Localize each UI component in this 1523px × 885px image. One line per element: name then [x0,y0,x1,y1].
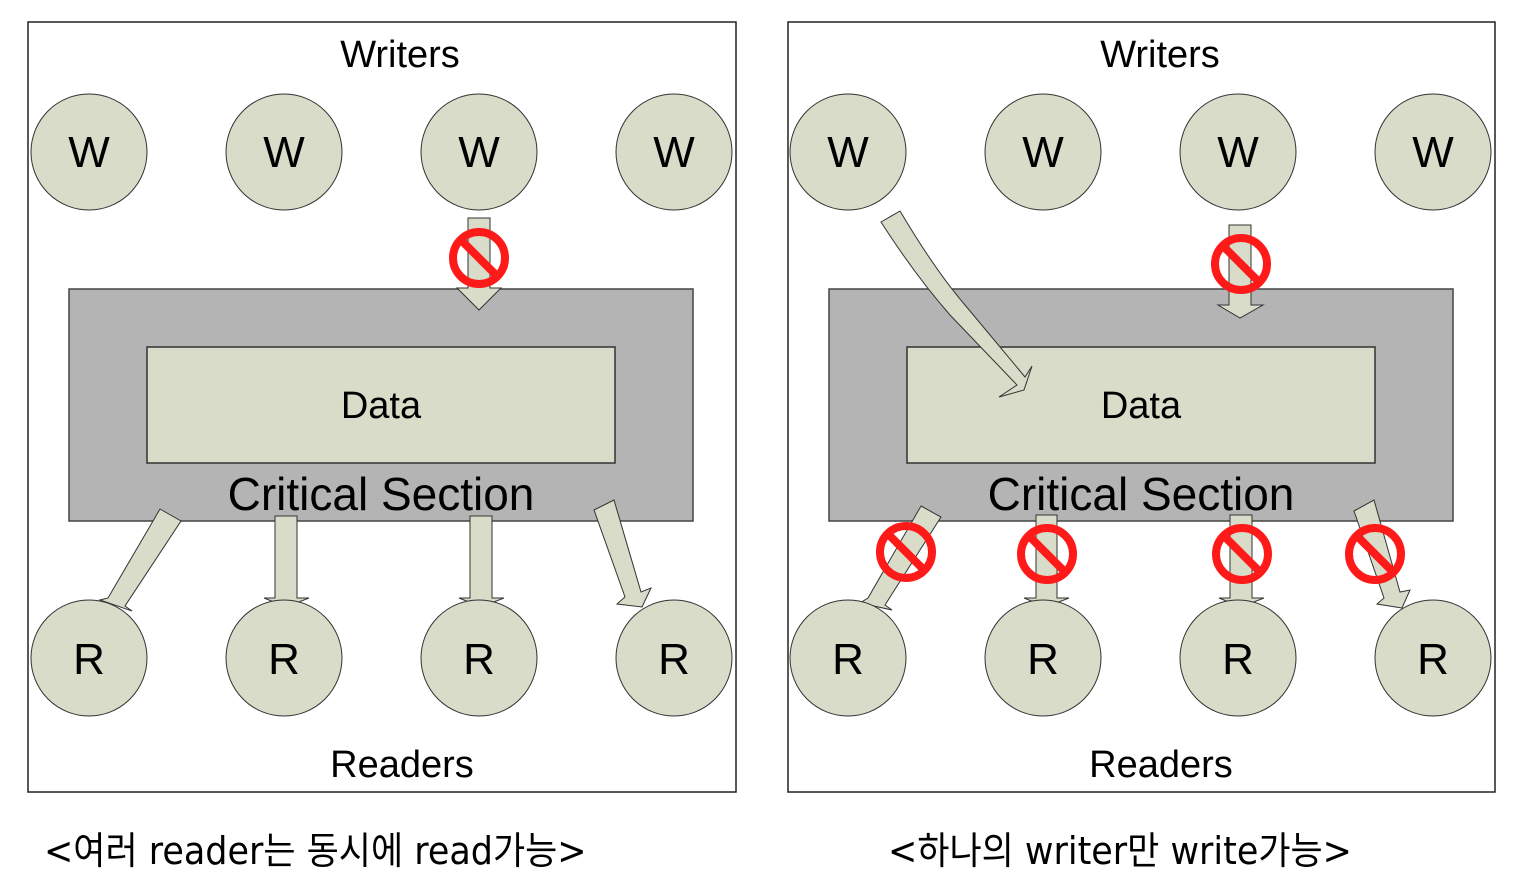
data-box [906,346,1376,464]
data-box [146,346,616,464]
reader-node: R [30,599,148,717]
critical-section-label: Critical Section [988,468,1295,520]
writers-label: Writers [340,34,460,76]
svg-text:R: R [73,635,105,684]
svg-text:W: W [263,128,305,177]
caption-right: <하나의 writer만 write가능> [888,829,1352,873]
svg-text:W: W [1022,128,1064,177]
svg-text:R: R [268,635,300,684]
svg-text:R: R [1027,635,1059,684]
data-label: Data [1101,385,1182,427]
reader-node: R [984,599,1102,717]
read-arrow [98,508,182,612]
writer-node: W [1374,93,1492,211]
panel-right: Writers W W W W Data Critical Section R … [787,21,1496,793]
svg-text:R: R [832,635,864,684]
reader-nodes: R R R R [789,599,1492,717]
svg-text:W: W [68,128,110,177]
critical-section-label: Critical Section [228,468,535,520]
writer-node: W [30,93,148,211]
svg-text:W: W [653,128,695,177]
data-label: Data [341,385,422,427]
reader-node: R [420,599,538,717]
read-arrow [593,499,652,608]
reader-node: R [225,599,343,717]
svg-text:W: W [458,128,500,177]
write-arrow [880,210,1033,398]
svg-text:W: W [1217,128,1259,177]
writer-nodes: W W W W [30,93,733,211]
svg-text:W: W [827,128,869,177]
writer-nodes: W W W W [789,93,1492,211]
writer-node: W [984,93,1102,211]
writer-node: W [615,93,733,211]
svg-text:R: R [1222,635,1254,684]
panel-left: Writers W W W W Data Critical Section R … [27,21,737,793]
svg-text:R: R [1417,635,1449,684]
svg-text:R: R [463,635,495,684]
reader-nodes: R R R R [30,599,733,717]
reader-node: R [1374,599,1492,717]
writer-node: W [1179,93,1297,211]
readers-label: Readers [1089,744,1233,786]
svg-text:R: R [658,635,690,684]
caption-left: <여러 reader는 동시에 read가능> [44,829,587,873]
writers-label: Writers [1100,34,1220,76]
reader-node: R [1179,599,1297,717]
reader-node: R [789,599,907,717]
reader-node: R [615,599,733,717]
writer-node: W [225,93,343,211]
writer-node: W [789,93,907,211]
writer-node: W [420,93,538,211]
readers-label: Readers [330,744,474,786]
write-arrow [455,217,503,311]
svg-text:W: W [1412,128,1454,177]
